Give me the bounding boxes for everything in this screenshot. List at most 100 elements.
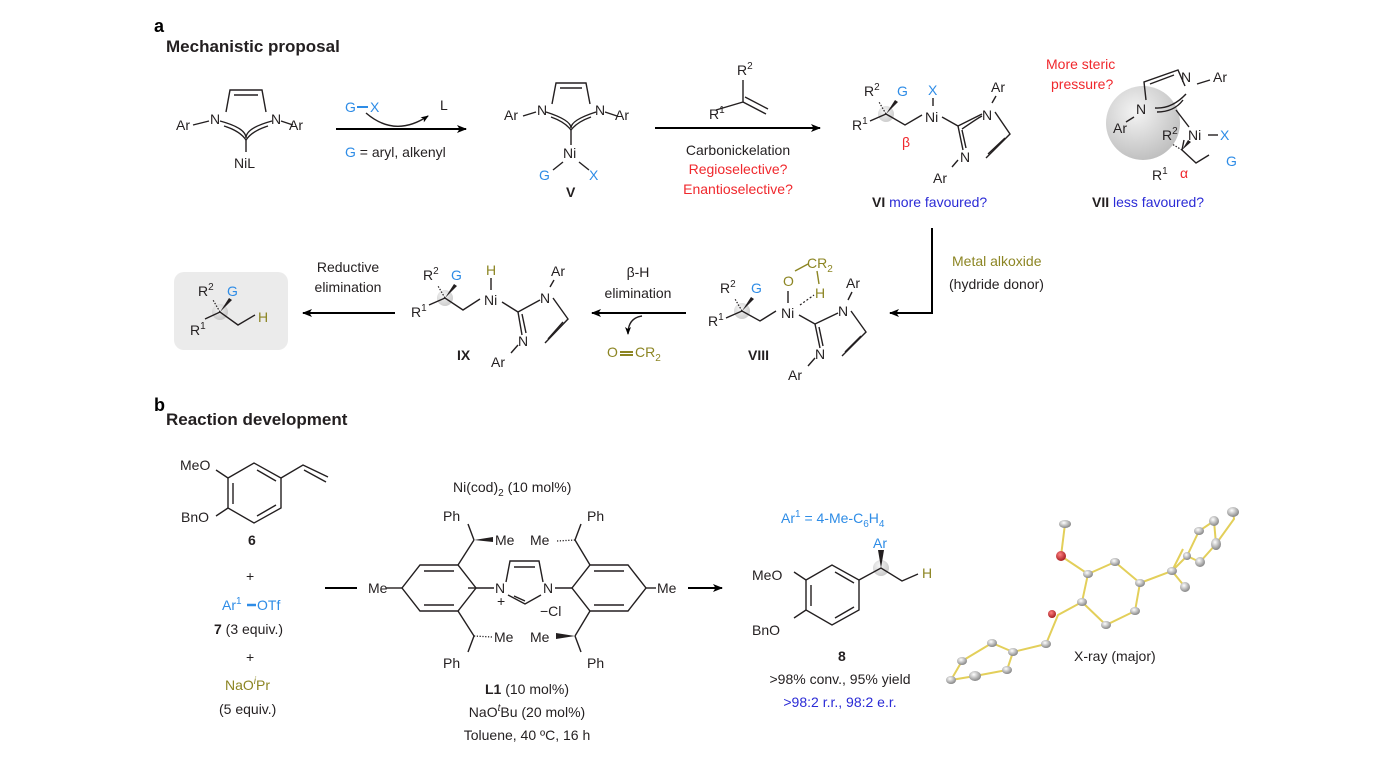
ar-label: Ar [788,367,802,383]
g-label: G [751,280,762,296]
substrate-6: MeO BnO 6 + [180,457,329,584]
complex-vii-caption: VII less favoured? [1092,194,1204,210]
metal-alkoxide-label: Metal alkoxide [952,253,1042,269]
r1-label: R1 [708,312,724,329]
n-label: N [595,102,605,118]
start-complex-nhc-nil: Ar N N Ar NiL [176,89,303,171]
n-label: N [271,111,281,127]
reagent-x: X [370,99,380,115]
n-label: N [1181,69,1191,85]
additive-label: NaOtBu (20 mol%) [469,703,585,720]
n-label: N [518,333,528,349]
product-highlight-box [174,272,288,350]
final-product: R2 G R1 H [174,272,288,350]
g-label: G [451,267,462,283]
ar-label: Ar [504,107,518,123]
regioselective-question: Regioselective? [689,161,788,177]
steric-label: pressure? [1051,76,1113,92]
compound-label-6: 6 [248,532,256,548]
n-label: N [982,107,992,123]
aryl-triflate: Ar1 [222,596,242,613]
beta-label: β [902,134,910,150]
me-label: Me [657,580,677,596]
beta-h-elimination-arrow: β-H elimination O CR2 [591,264,686,364]
n-label: N [537,102,547,118]
complex-vii: More steric pressure? N Ar N Ar R2 Ni X … [1046,56,1237,210]
product-8: Ar H MeO BnO 8 >98% conv., 95% yield >98… [752,535,932,710]
hydride-transfer-arrow: Metal alkoxide (hydride donor) [889,228,1044,317]
elimination-label: elimination [315,279,382,295]
complex-vi-caption: VI more favoured? [872,194,987,210]
ph-label: Ph [587,508,604,524]
xray-caption: X-ray (major) [1074,648,1156,664]
hydride-donor-label: (hydride donor) [949,276,1044,292]
base-label: NaOiPr [225,676,270,693]
r2-label: R2 [720,279,736,296]
ph-label: Ph [587,655,604,671]
me-label: Me [530,629,550,645]
alkene-r2: R2 [737,61,753,78]
enantioselective-question: Enantioselective? [683,181,793,197]
r1-label: R1 [411,303,427,320]
charge-plus: + [497,593,505,609]
n-label: N [210,111,220,127]
ar-label: Ar [491,354,505,370]
me-label: Me [494,629,514,645]
cr2-label: CR2 [807,255,833,275]
n-label: N [495,580,505,596]
h-label: H [922,565,932,581]
carbonickelation-label: Carbonickelation [686,142,790,158]
complex-label-ix: IX [457,347,471,363]
oxidative-addition-arrow: G X L G = aryl, alkenyl [336,97,467,160]
h-label: H [486,262,496,278]
n-label: N [838,303,848,319]
n-label: N [960,149,970,165]
steric-label: More steric [1046,56,1115,72]
complex-ix: R2 G H R1 Ni N N Ar Ar IX [411,262,569,370]
meo-label: MeO [752,567,782,583]
r2-label: R2 [1162,126,1178,143]
g-label: G [227,283,238,299]
me-label: Me [368,580,388,596]
g-label: G [539,167,550,183]
step1-condition: G = aryl, alkenyl [345,144,446,160]
ligand-loading: L1 (10 mol%) [485,681,569,697]
ketone-o: O [607,344,618,360]
ar-label: Ar [1113,120,1127,136]
bno-label: BnO [752,622,780,638]
otf-label: OTf [257,597,280,613]
complex-viii: O CR2 H R2 G R1 Ni N N Ar Ar VIII [708,255,867,383]
panel-b-letter: b [154,395,165,415]
ar-label: Ar [1213,69,1227,85]
ar-label: Ar [615,107,629,123]
carbonickelation-arrow: R2 R1 Carbonickelation Regioselective? E… [655,61,821,197]
reductive-elimination-arrow: Reductive elimination [302,259,395,317]
reagent-7-equiv: 7 (3 equiv.) [214,621,283,637]
meo-label: MeO [180,457,210,473]
nil-label: NiL [234,155,255,171]
h-label: H [815,285,825,301]
complex-v: Ar N N Ar Ni G X V [504,82,629,200]
released-ligand: L [440,97,448,113]
ph-label: Ph [443,508,460,524]
r2-label: R2 [864,82,880,99]
plus-sign: + [246,568,254,584]
ar-label: Ar [846,275,860,291]
beta-h-label: β-H [627,264,650,280]
ni-label: Ni [781,305,794,321]
plus-sign: + [246,649,254,665]
panel-a-letter: a [154,16,165,36]
xray-structure: X-ray (major) [946,507,1239,684]
reagents: Ar1 OTf 7 (3 equiv.) + NaOiPr (5 equiv.) [214,596,283,717]
ni-label: Ni [563,145,576,161]
ar-label: Ar [176,117,190,133]
n-label: N [1136,101,1146,117]
base-equiv: (5 equiv.) [219,701,276,717]
alkene-r1: R1 [709,105,725,122]
ni-label: Ni [484,292,497,308]
ar1-definition: Ar1 = 4-Me-C6H4 [781,509,885,530]
reductive-label: Reductive [317,259,379,275]
catalyst-label: Ni(cod)2 (10 mol%) [453,479,571,499]
x-label: X [589,167,599,183]
